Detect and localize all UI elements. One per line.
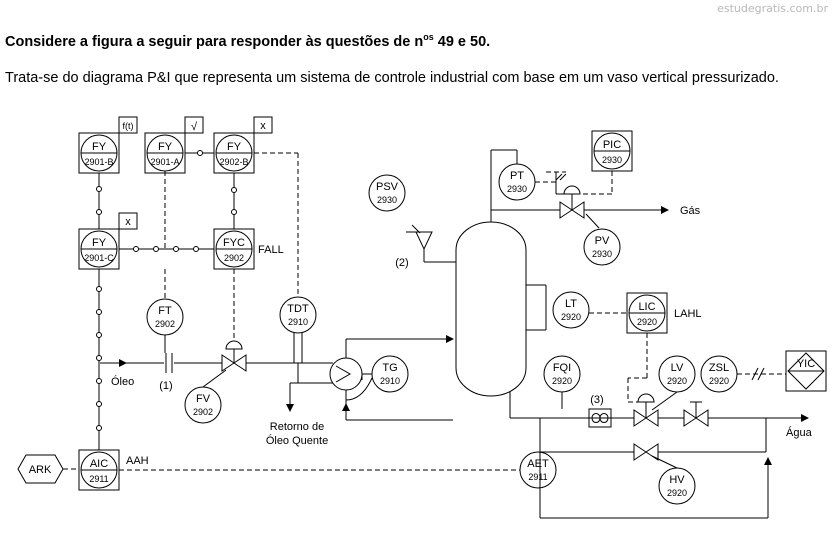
gas-label: Gás xyxy=(680,205,701,217)
fy-2901b-num: 2901-B xyxy=(84,157,113,167)
ft-2902-tag: FT xyxy=(158,305,172,317)
fy-2901c-num: 2901-C xyxy=(84,253,114,263)
aet-2911-tag: AET xyxy=(527,458,549,470)
question-heading: Considere a figura a seguir para respond… xyxy=(5,32,491,50)
fyc-2902-tag: FYC xyxy=(223,237,245,249)
zsl-2920-tag: ZSL xyxy=(709,362,729,374)
note-2: (2) xyxy=(395,257,408,269)
aic-2911-num: 2911 xyxy=(89,474,108,484)
pic-2930-tag: PIC xyxy=(603,139,621,151)
pt-2930-tag: PT xyxy=(510,170,524,182)
fyc-2902-num: 2902 xyxy=(224,253,244,263)
tdt-2910-bubble xyxy=(279,296,317,334)
agua-label: Água xyxy=(786,426,813,439)
fy-2902b-tag: FY xyxy=(227,141,242,153)
pv-2930-bubble xyxy=(583,228,621,266)
fqi-2920-tag: FQI xyxy=(553,362,571,374)
note-1: (1) xyxy=(159,380,172,392)
tdt-2910-tag: TDT xyxy=(287,303,309,315)
lic-2920-tag: LIC xyxy=(638,301,655,313)
pressure-vessel xyxy=(455,221,527,397)
retorno-label-line2: Óleo Quente xyxy=(266,434,328,447)
lt-2920-bubble xyxy=(552,291,590,329)
lv-2920-tag: LV xyxy=(671,362,684,374)
heading-text: Considere a figura a seguir para respond… xyxy=(5,34,424,50)
aet-2911-num: 2911 xyxy=(528,472,547,482)
ft-2902-num: 2902 xyxy=(155,319,175,329)
zsl-2920-num: 2920 xyxy=(709,376,729,386)
note-3: (3) xyxy=(590,394,603,406)
aic-2911-tag: AIC xyxy=(90,458,108,470)
lt-2920-tag: LT xyxy=(565,298,577,310)
lt-2920-num: 2920 xyxy=(561,312,581,322)
heading-superscript: os xyxy=(423,32,434,42)
fy-2901a-tag: FY xyxy=(158,141,173,153)
tg-2910-num: 2910 xyxy=(380,376,400,386)
ark-tag: ARK xyxy=(29,464,52,476)
fv-2902-valve-body xyxy=(221,354,247,372)
pv-2930-valve-body xyxy=(559,201,585,219)
yic-tag: YIC xyxy=(797,358,815,370)
fqi-2920-num: 2920 xyxy=(552,376,572,386)
tg-2910-tag: TG xyxy=(382,362,397,374)
oleo-label: Óleo xyxy=(111,375,134,388)
lv-2920-valve-body xyxy=(633,409,659,427)
heading-text-end: 49 e 50. xyxy=(433,34,491,50)
zsl-valve-body xyxy=(683,409,709,427)
pv-2930-num: 2930 xyxy=(592,249,612,259)
psv-2930-valve xyxy=(415,231,433,251)
fy-2901b-func: f(t) xyxy=(123,121,134,131)
fy-2901a-func: √ xyxy=(191,121,198,133)
heat-exchanger xyxy=(329,357,363,391)
psv-2930-num: 2930 xyxy=(377,195,397,205)
fy-2901c-tag: FY xyxy=(92,237,107,249)
fy-2901c-func: x xyxy=(125,216,131,228)
fy-2902b-num: 2902-B xyxy=(219,157,248,167)
lv-2920-num: 2920 xyxy=(667,376,687,386)
intro-text: Trata-se do diagrama P&I que representa … xyxy=(5,70,779,86)
tdt-2910-num: 2910 xyxy=(288,317,308,327)
hv-2920-valve-body xyxy=(633,443,659,461)
fy-2901b-tag: FY xyxy=(92,141,107,153)
aah-label: AAH xyxy=(126,455,149,467)
pv-2930-tag: PV xyxy=(595,235,610,247)
pic-2930-num: 2930 xyxy=(602,155,622,165)
fv-2902-tag: FV xyxy=(196,393,211,405)
yic-box xyxy=(785,350,827,392)
fy-2901a-num: 2901-A xyxy=(150,157,179,167)
watermark: estudegratis.com.br xyxy=(717,2,828,15)
lahl-label: LAHL xyxy=(674,308,702,320)
fv-2902-num: 2902 xyxy=(193,407,213,417)
fy-2902b-func: x xyxy=(260,120,266,132)
fall-label: FALL xyxy=(258,244,284,256)
lic-2920-num: 2920 xyxy=(637,317,657,327)
hv-2920-tag: HV xyxy=(669,474,685,486)
pt-2930-num: 2930 xyxy=(507,184,527,194)
retorno-label-line1: Retorno de xyxy=(270,421,324,433)
fqi-2920-meter xyxy=(588,408,612,428)
hv-2920-num: 2920 xyxy=(667,488,687,498)
psv-2930-bubble xyxy=(368,174,406,212)
psv-2930-tag: PSV xyxy=(376,181,399,193)
infinity-icon xyxy=(591,413,609,423)
